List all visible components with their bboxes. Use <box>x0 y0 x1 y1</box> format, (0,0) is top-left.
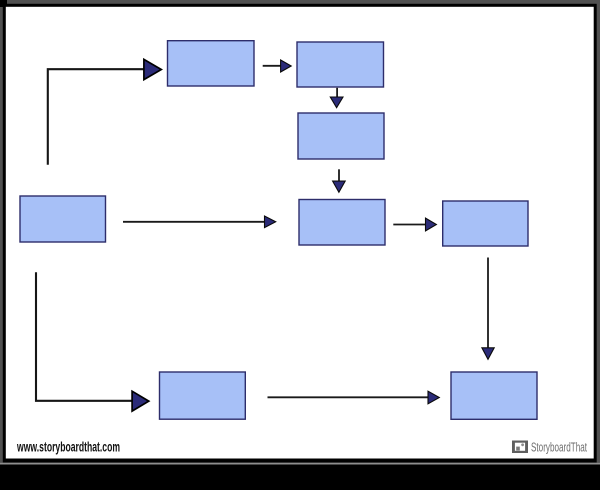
svg-text:www.storyboardthat.com: www.storyboardthat.com <box>16 440 120 455</box>
svg-text:StoryboardThat: StoryboardThat <box>531 441 587 455</box>
